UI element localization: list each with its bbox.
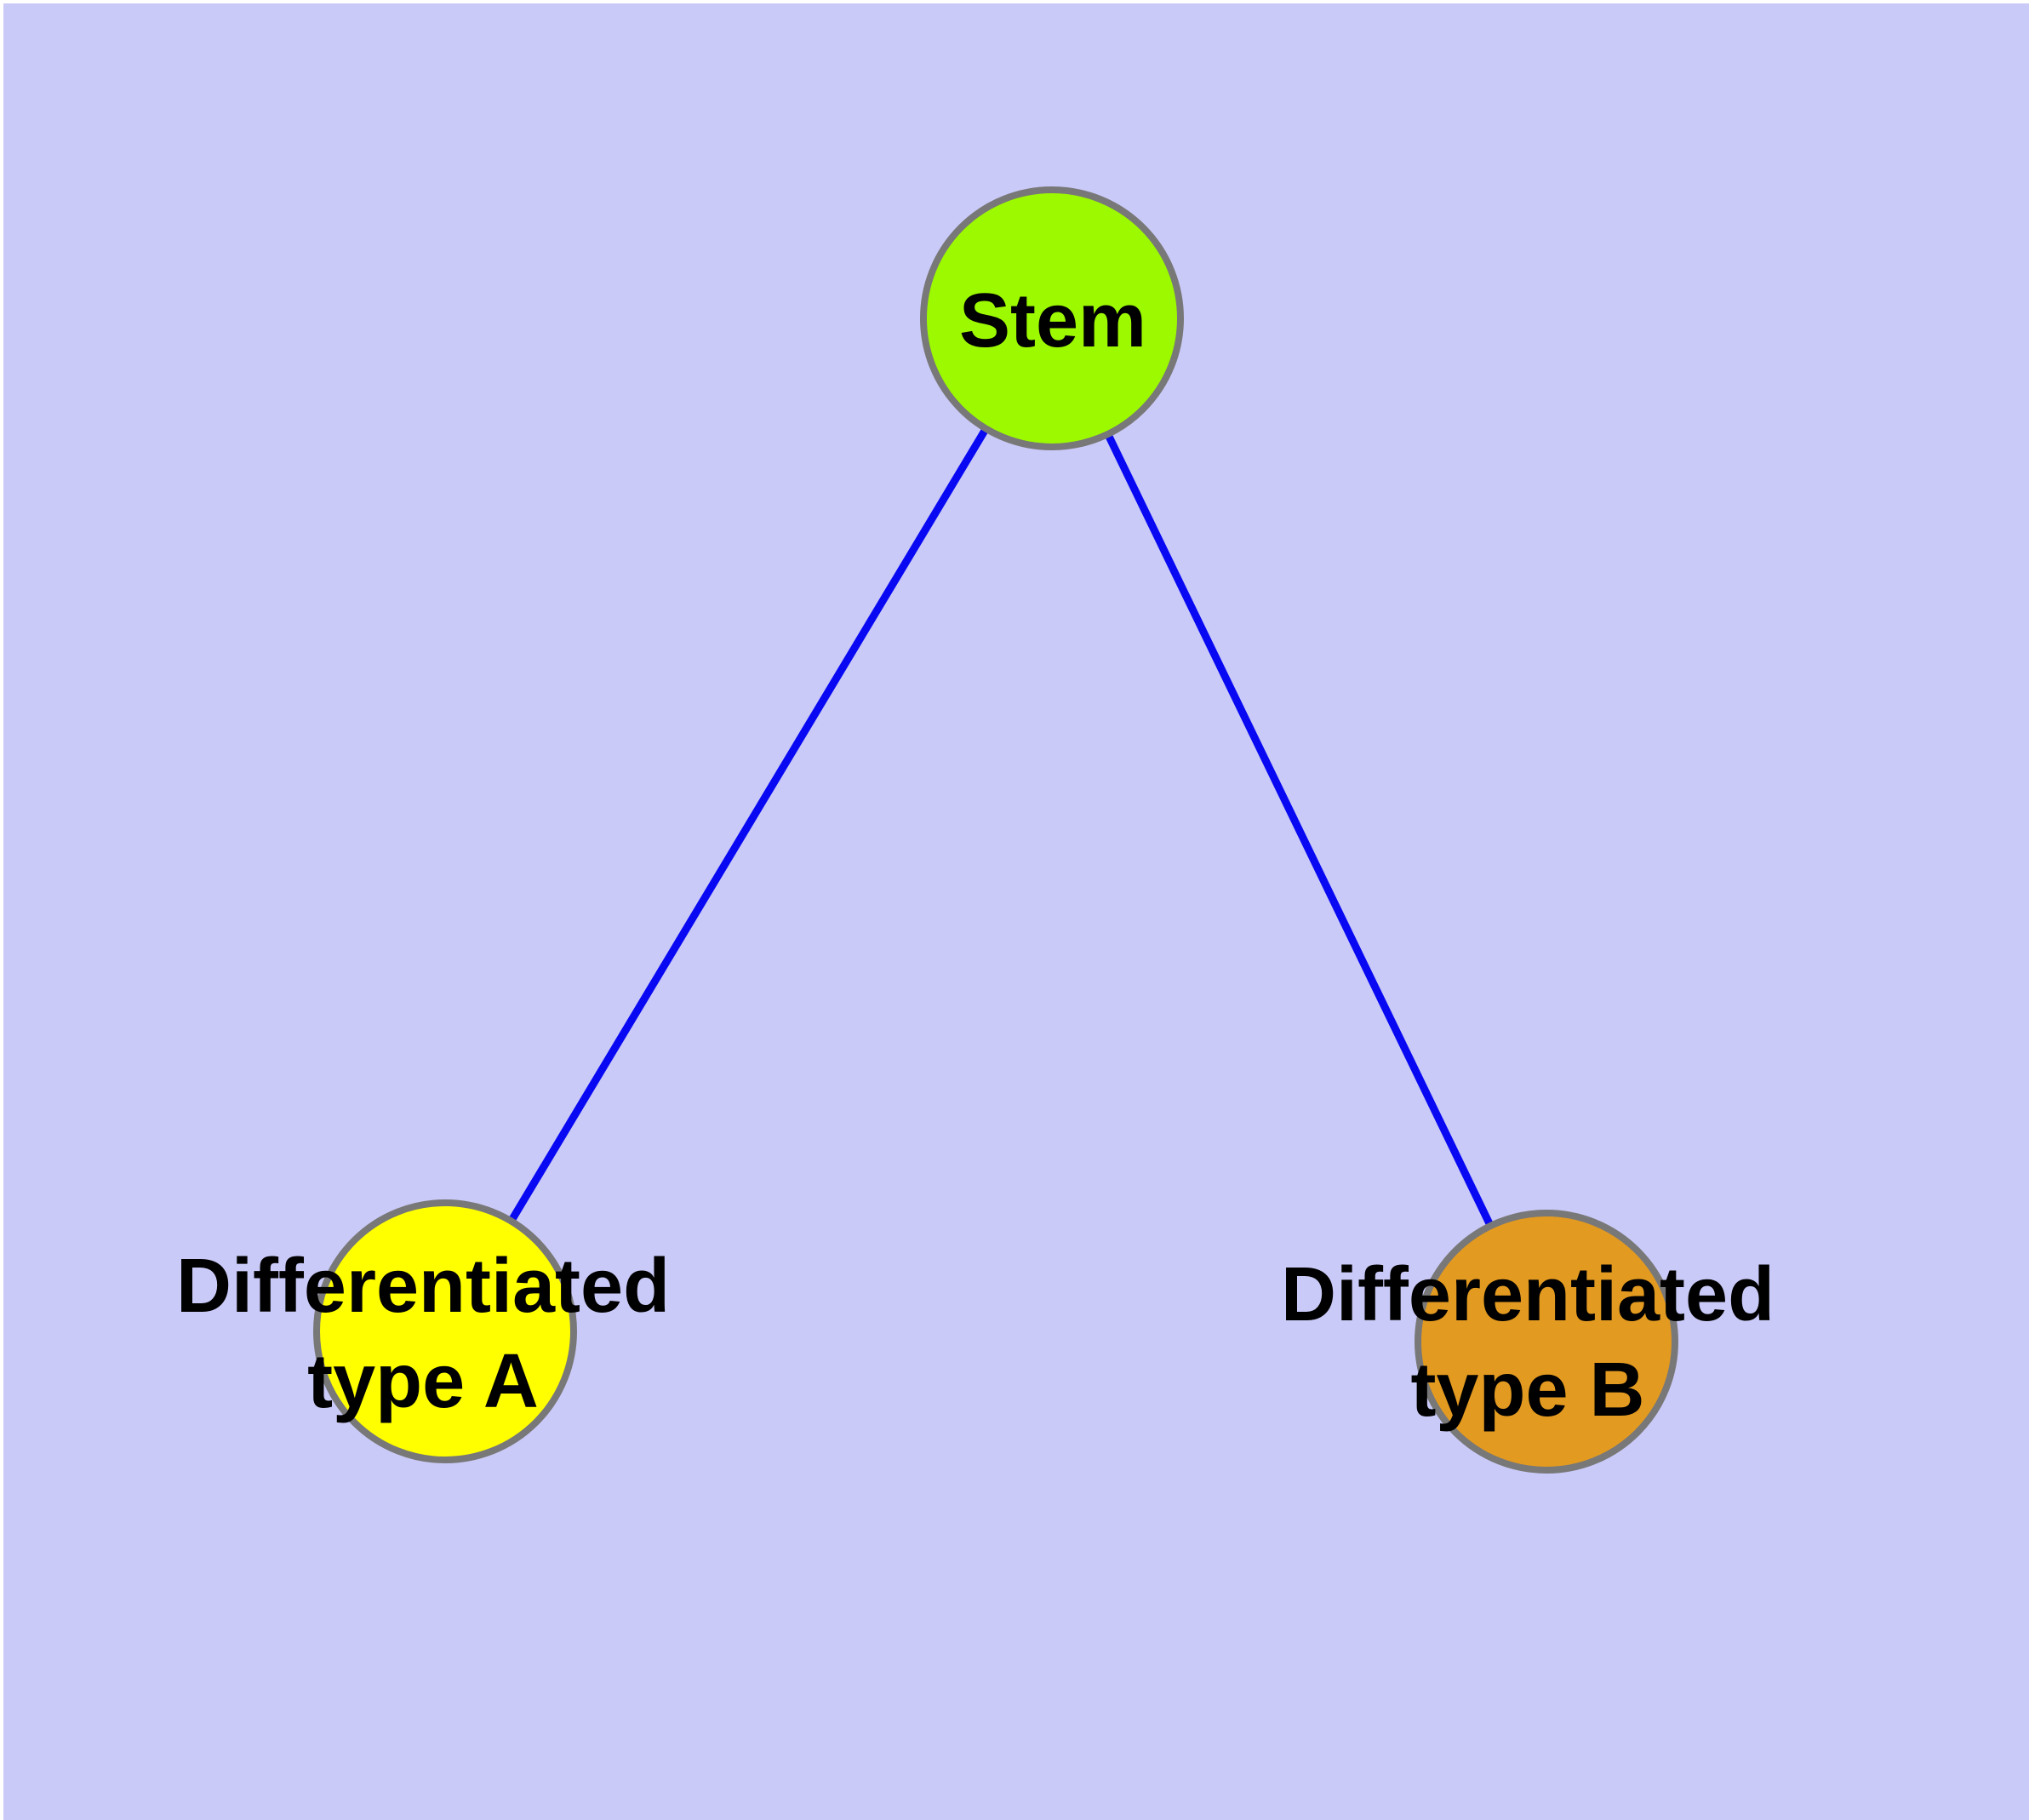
node-differentiated-type-b-circle	[1415, 1210, 1678, 1474]
node-differentiated-type-a-circle	[313, 1199, 577, 1463]
node-stem-circle	[920, 186, 1184, 450]
graph-figure	[313, 186, 1678, 1474]
edge-stem-to-type-b	[1048, 317, 1551, 1343]
edge-stem-to-type-a	[442, 316, 1055, 1334]
